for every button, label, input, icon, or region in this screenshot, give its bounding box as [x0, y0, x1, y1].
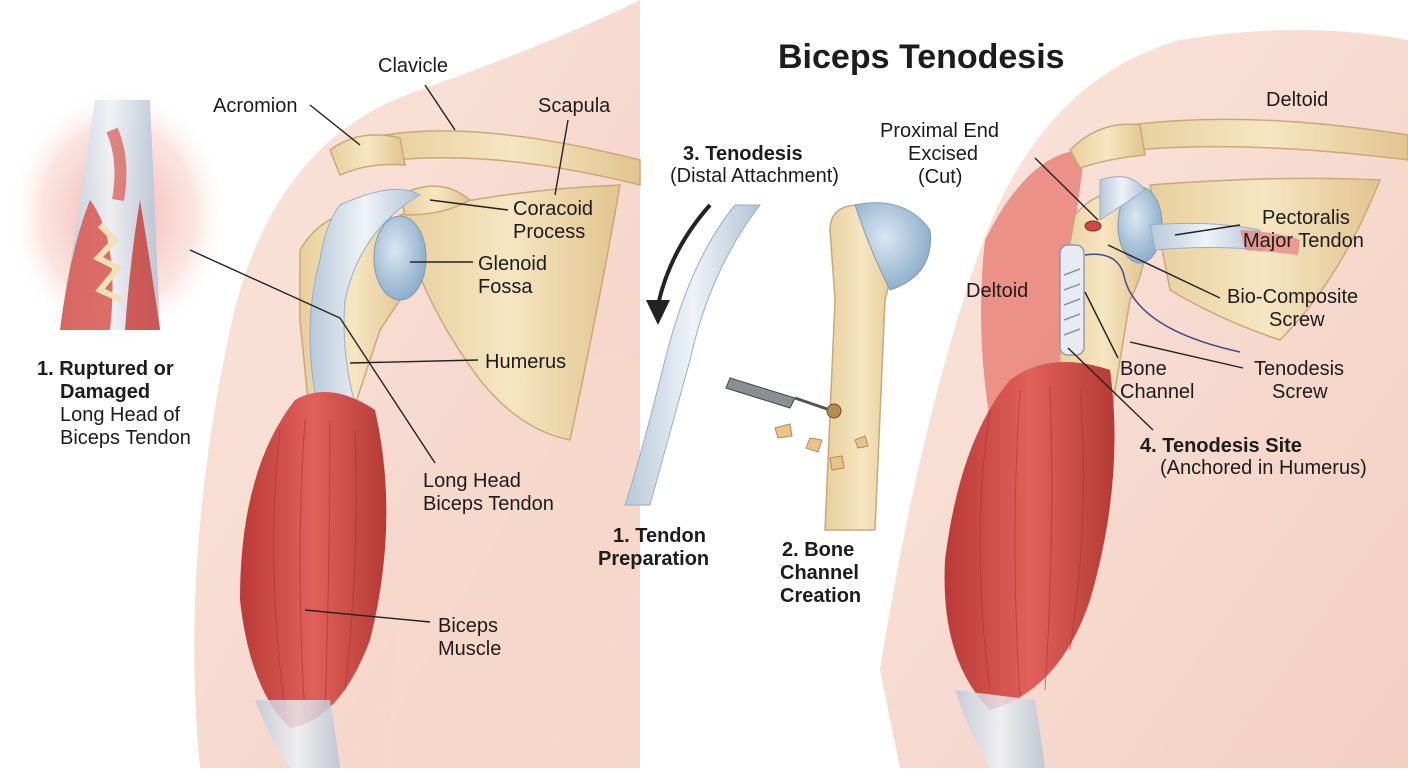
label-bone-channel-2: Channel [1120, 381, 1195, 403]
label-ruptured-4: Biceps Tendon [60, 427, 191, 449]
label-scapula: Scapula [538, 95, 611, 117]
page-title: Biceps Tenodesis [778, 38, 1065, 76]
label-deltoid-top: Deltoid [1266, 89, 1328, 111]
label-deltoid-mid: Deltoid [966, 280, 1028, 302]
label-clavicle: Clavicle [378, 55, 448, 77]
left-shoulder-anatomy [194, 0, 641, 768]
label-proximal-1: Proximal End [880, 120, 999, 142]
label-step-tenodesis-1: 3. Tenodesis [683, 143, 803, 165]
leader-lines [189, 84, 1244, 623]
label-coracoid-1: Coracoid [513, 198, 593, 220]
middle-procedure-steps [624, 202, 931, 531]
label-step-channel-3: Creation [780, 585, 861, 607]
label-glenoid-1: Glenoid [478, 253, 547, 275]
label-ruptured-1: 1. Ruptured or [37, 358, 174, 380]
bone-channel-shape [1059, 244, 1085, 356]
label-tenodesis-screw-2: Screw [1272, 381, 1328, 403]
label-site-2: (Anchored in Humerus) [1160, 457, 1367, 479]
label-biceps-muscle-2: Muscle [438, 638, 501, 660]
label-ruptured-2: Damaged [60, 381, 150, 403]
label-coracoid-2: Process [513, 221, 585, 243]
label-proximal-2: Excised [908, 143, 978, 165]
label-step-channel-2: Channel [780, 562, 859, 584]
ruptured-tendon-inset [8, 85, 228, 345]
label-step-prep-1: 1. Tendon [613, 525, 706, 547]
label-proximal-3: (Cut) [918, 166, 962, 188]
label-biceps-muscle-1: Biceps [438, 615, 498, 637]
label-bone-channel-1: Bone [1120, 358, 1167, 380]
drill-icon [725, 377, 842, 419]
label-tenodesis-screw-1: Tenodesis [1254, 358, 1344, 380]
label-step-tenodesis-2: (Distal Attachment) [670, 165, 839, 187]
label-step-channel-1: 2. Bone [782, 539, 854, 561]
label-long-head-2: Biceps Tendon [423, 493, 554, 515]
right-shoulder-anatomy [880, 30, 1408, 768]
label-pectoralis-2: Major Tendon [1243, 230, 1364, 252]
label-biocomposite-2: Screw [1269, 309, 1325, 331]
label-humerus: Humerus [485, 351, 566, 373]
label-site-1: 4. Tenodesis Site [1140, 435, 1302, 457]
label-ruptured-3: Long Head of [60, 404, 181, 426]
label-biocomposite-1: Bio-Composite [1227, 286, 1358, 308]
label-pectoralis-1: Pectoralis [1262, 207, 1350, 229]
screw-icon [1063, 268, 1081, 336]
label-acromion: Acromion [213, 95, 297, 117]
label-long-head-1: Long Head [423, 470, 521, 492]
label-glenoid-2: Fossa [478, 276, 533, 298]
label-step-prep-2: Preparation [598, 548, 709, 570]
